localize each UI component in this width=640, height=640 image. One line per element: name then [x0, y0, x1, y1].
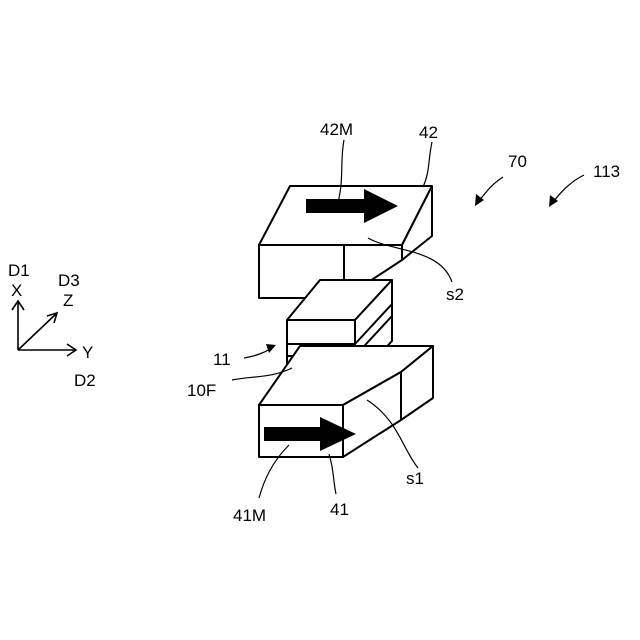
label-11: 11	[213, 350, 231, 369]
label-10F: 10F	[187, 381, 216, 400]
label-s1: s1	[406, 469, 424, 488]
axis-label-z: Z	[63, 291, 73, 310]
axis-label-d1: D1	[8, 261, 30, 280]
axis-labels: D1 X D3 Z Y D2	[8, 261, 96, 390]
axis-label-x: X	[11, 281, 22, 300]
arrow-11	[244, 349, 270, 358]
label-113: 113	[593, 162, 620, 181]
label-42: 42	[419, 123, 438, 142]
reference-labels: 42M 42 70 113 s2 11 10F 41M 41 s1	[187, 120, 620, 525]
lower-magnet-block	[259, 346, 433, 457]
label-s2: s2	[446, 285, 464, 304]
leader-42	[423, 142, 432, 187]
axis-z-line	[18, 313, 57, 350]
arrow-70	[479, 177, 503, 201]
label-70: 70	[508, 152, 527, 171]
axis-label-y: Y	[82, 343, 93, 362]
leader-41	[329, 454, 336, 494]
arrow-113	[553, 175, 584, 202]
axis-label-d2: D2	[74, 371, 96, 390]
arrow-11-head	[266, 344, 276, 353]
label-41: 41	[330, 500, 349, 519]
axis-label-d3: D3	[58, 271, 80, 290]
label-42M: 42M	[320, 120, 353, 139]
label-41M: 41M	[233, 506, 266, 525]
